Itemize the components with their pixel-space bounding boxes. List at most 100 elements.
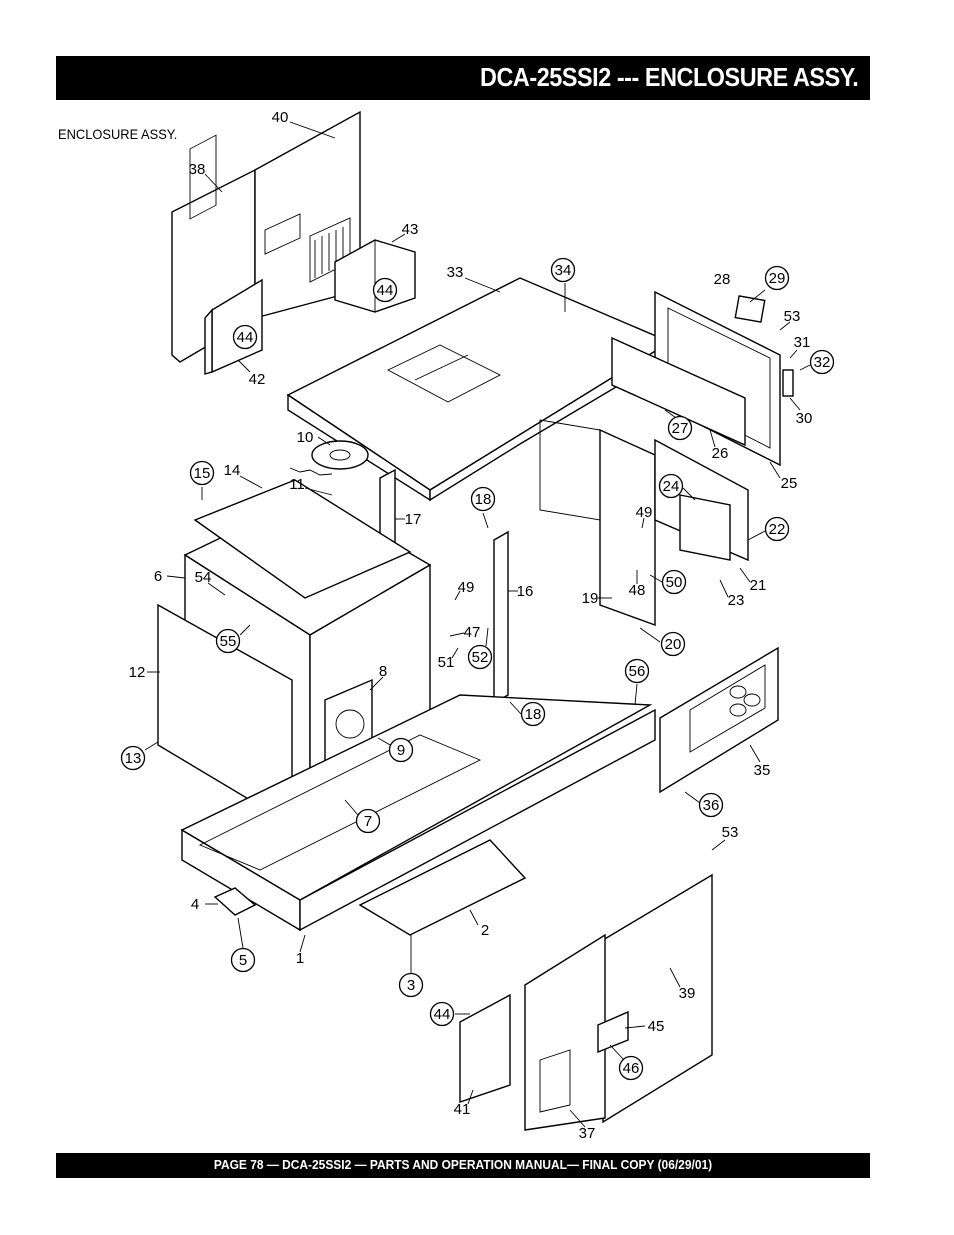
- callout-34: 34: [550, 257, 576, 283]
- callout-6: 6: [154, 568, 162, 585]
- callout-circle: [618, 1055, 644, 1081]
- callout-number: 50: [666, 574, 683, 591]
- callout-10: 10: [297, 429, 314, 446]
- page-title: DCA-25SSI2 --- ENCLOSURE ASSY.: [479, 62, 859, 92]
- leader-line-39: [669, 967, 681, 988]
- callout-45: 45: [648, 1018, 665, 1035]
- callout-21: 21: [750, 577, 767, 594]
- callout-44: 44: [429, 1001, 455, 1027]
- leader-line-53: [711, 839, 726, 851]
- callout-number: 6: [154, 568, 162, 585]
- callout-number: 11: [289, 476, 305, 493]
- callout-circle: [470, 486, 496, 512]
- callout-number: 15: [194, 465, 211, 482]
- leader-line-51: [451, 647, 459, 659]
- footer-bar: PAGE 78 — DCA-25SSI2 — PARTS AND OPERATI…: [56, 1153, 870, 1178]
- callout-circle: [520, 701, 546, 727]
- callout-number: 25: [781, 475, 798, 492]
- leader-line-5: [237, 917, 244, 949]
- callout-18: 18: [470, 486, 496, 512]
- callout-circle: [215, 628, 241, 654]
- callout-50: 50: [661, 569, 687, 595]
- callout-number: 1: [296, 950, 304, 967]
- leader-line-1: [299, 934, 306, 953]
- callout-47: 47: [464, 624, 481, 641]
- callout-number: 4: [191, 896, 199, 913]
- leader-line-18: [482, 512, 489, 529]
- leader-line-8: [369, 676, 384, 691]
- callout-4: 4: [191, 896, 199, 913]
- callout-number: 27: [672, 420, 689, 437]
- callout-24: 24: [658, 473, 684, 499]
- callout-number: 12: [129, 664, 146, 681]
- callout-49: 49: [458, 579, 475, 596]
- callout-number: 47: [464, 624, 481, 641]
- callout-2: 2: [481, 922, 489, 939]
- callout-number: 44: [377, 282, 394, 299]
- callout-number: 53: [722, 824, 739, 841]
- callout-9: 9: [388, 737, 414, 763]
- callout-number: 45: [648, 1018, 665, 1035]
- leader-line-46: [609, 1044, 625, 1061]
- callout-number: 51: [438, 654, 455, 671]
- leader-line-38: [204, 173, 223, 193]
- leader-line-35: [749, 744, 761, 763]
- part-35-front-panel: [659, 646, 779, 794]
- callout-30: 30: [796, 410, 813, 427]
- callout-number: 2: [481, 922, 489, 939]
- callout-53: 53: [722, 824, 739, 841]
- callout-number: 46: [623, 1060, 640, 1077]
- callout-number: 20: [665, 636, 682, 653]
- leader-line-25: [769, 461, 781, 479]
- callout-number: 17: [405, 511, 422, 528]
- callout-circle: [429, 1001, 455, 1027]
- callout-number: 24: [663, 478, 680, 495]
- title-bar: DCA-25SSI2 --- ENCLOSURE ASSY.: [56, 56, 870, 100]
- callout-number: 7: [364, 813, 372, 830]
- callout-43: 43: [402, 221, 419, 238]
- leader-line-56: [634, 683, 638, 706]
- callout-circle: [120, 745, 146, 771]
- leader-line-10: [317, 436, 331, 446]
- callout-number: 31: [794, 334, 811, 351]
- part-16-pillar: [493, 530, 509, 705]
- callout-17: 17: [405, 511, 422, 528]
- callout-circle: [809, 349, 835, 375]
- leader-line-54: [207, 582, 226, 596]
- callout-number: 43: [402, 221, 419, 238]
- callout-8: 8: [379, 663, 387, 680]
- callout-5: 5: [230, 947, 256, 973]
- callout-12: 12: [129, 664, 146, 681]
- callout-circle: [467, 644, 493, 670]
- callout-circle: [661, 569, 687, 595]
- leader-line-20: [639, 627, 661, 643]
- callout-42: 42: [249, 371, 266, 388]
- leader-line-29: [749, 289, 766, 303]
- callout-number: 35: [754, 762, 771, 779]
- leader-line-14: [239, 475, 263, 489]
- callout-29: 29: [764, 265, 790, 291]
- callout-18: 18: [520, 701, 546, 727]
- part-37-door: [524, 933, 606, 1131]
- leader-line-24: [682, 487, 696, 501]
- callout-38: 38: [189, 161, 206, 178]
- callout-25: 25: [781, 475, 798, 492]
- callout-55: 55: [215, 628, 241, 654]
- leader-line-11: [304, 487, 333, 496]
- callout-circle: [550, 257, 576, 283]
- leader-line-52: [485, 627, 489, 647]
- callout-number: 49: [636, 504, 653, 521]
- callout-number: 55: [220, 633, 237, 650]
- callout-37: 37: [579, 1125, 596, 1142]
- callout-44: 44: [232, 324, 258, 350]
- figure-caption: ENCLOSURE ASSY.: [58, 126, 178, 142]
- leader-line-13: [144, 741, 159, 751]
- leader-line-30: [789, 397, 801, 411]
- callout-circle: [667, 415, 693, 441]
- callout-number: 36: [703, 797, 720, 814]
- callout-circle: [698, 792, 724, 818]
- leader-line-32: [799, 364, 811, 371]
- leader-line-53: [779, 321, 791, 331]
